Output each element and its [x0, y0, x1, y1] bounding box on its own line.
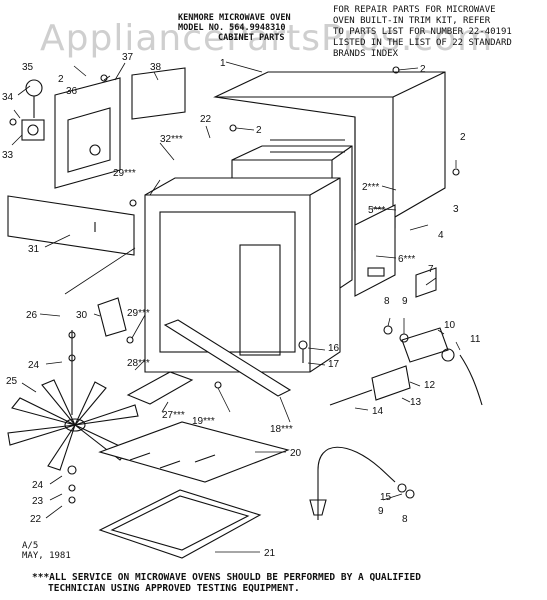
callout-7: 7	[428, 264, 434, 275]
callout-19: 19***	[192, 416, 215, 427]
callout-2: 2	[460, 132, 466, 143]
callout-24: 24	[32, 480, 44, 491]
latch-assembly	[329, 325, 483, 406]
callout-34: 34	[2, 92, 14, 103]
sensor-wire	[309, 446, 415, 520]
screw	[129, 199, 137, 207]
switch-assembly	[9, 79, 45, 141]
callout-20: 20	[290, 448, 302, 459]
callout-9: 9	[378, 506, 384, 517]
oven-tray	[98, 489, 262, 559]
callout-4: 4	[438, 230, 444, 241]
leader-lines	[11, 61, 461, 553]
callout-28: 28***	[127, 358, 150, 369]
callout-5: 5***	[368, 205, 385, 216]
callout-31: 31	[28, 244, 40, 255]
footnote-line-1: ***ALL SERVICE ON MICROWAVE OVENS SHOULD…	[32, 572, 421, 583]
callout-2: 2	[58, 74, 64, 85]
callout-10: 10	[444, 320, 456, 331]
callout-2: 2	[420, 64, 426, 75]
callout-29: 29***	[113, 168, 136, 179]
screw	[214, 381, 222, 389]
callout-25: 25	[6, 376, 18, 387]
callout-38: 38	[150, 62, 162, 73]
callout-1: 1	[220, 58, 226, 69]
callout-14: 14	[372, 406, 384, 417]
callout-22: 22	[30, 514, 42, 525]
header-title: KENMORE MICROWAVE OVEN	[178, 13, 291, 23]
oven-shelf	[98, 421, 290, 483]
front-frame	[144, 177, 341, 373]
header-section: CABINET PARTS	[218, 33, 285, 43]
label-plate	[131, 67, 186, 120]
callout-13: 13	[410, 397, 422, 408]
callout-12: 12	[424, 380, 436, 391]
date-block: A/5 MAY, 1981	[22, 541, 71, 561]
callout-32: 32***	[160, 134, 183, 145]
callout-21: 21	[264, 548, 276, 559]
callout-6: 6***	[398, 254, 415, 265]
callout-11: 11	[470, 334, 481, 345]
date-code: A/5	[22, 541, 39, 551]
service-footnote: ***ALL SERVICE ON MICROWAVE OVENS SHOULD…	[32, 572, 421, 594]
callout-8: 8	[384, 296, 390, 307]
callout-26: 26	[26, 310, 38, 321]
header-model: MODEL NO. 564.9948310	[178, 23, 286, 33]
callout-2-star: 2***	[362, 182, 379, 193]
callout-22: 22	[200, 114, 212, 125]
callout-9: 9	[402, 296, 408, 307]
door-panel	[7, 195, 135, 256]
callout-3: 3	[453, 204, 459, 215]
callout-27: 27***	[162, 410, 185, 421]
callout-labels: 1 2 2 2 2 2*** 3 4 5*** 6*** 7 8 9 10 11…	[2, 52, 481, 559]
diagram-header: KENMORE MICROWAVE OVEN MODEL NO. 564.994…	[178, 13, 291, 43]
screw	[452, 168, 460, 176]
footnote-line-2: TECHNICIAN USING APPROVED TESTING EQUIPM…	[48, 583, 300, 594]
callout-30: 30	[76, 310, 88, 321]
callout-18: 18***	[270, 424, 293, 435]
date: MAY, 1981	[22, 551, 71, 561]
screw	[229, 124, 237, 132]
bottom-rail	[163, 319, 292, 397]
control-bracket	[54, 77, 121, 189]
callout-29: 29***	[127, 308, 150, 319]
callout-2: 2	[256, 125, 262, 136]
screw	[126, 336, 134, 344]
mounting-plate	[97, 297, 127, 337]
callout-15: 15	[380, 492, 392, 503]
repair-note: FOR REPAIR PARTS FOR MICROWAVE OVEN BUIL…	[333, 5, 512, 59]
small-plate	[415, 267, 437, 298]
callout-8: 8	[402, 514, 408, 525]
side-panel	[354, 204, 396, 297]
callout-17: 17	[328, 359, 340, 370]
callout-36: 36	[66, 86, 78, 97]
callout-23: 23	[32, 496, 44, 507]
screw	[100, 74, 108, 82]
callout-37: 37	[122, 52, 134, 63]
stirrer-fan	[7, 330, 139, 504]
callout-16: 16	[328, 343, 340, 354]
bottom-bracket	[126, 371, 194, 405]
callout-35: 35	[22, 62, 34, 73]
watermark: AppliancePartsPros.com	[40, 18, 494, 59]
callout-33: 33	[2, 150, 14, 161]
callout-24: 24	[28, 360, 40, 371]
